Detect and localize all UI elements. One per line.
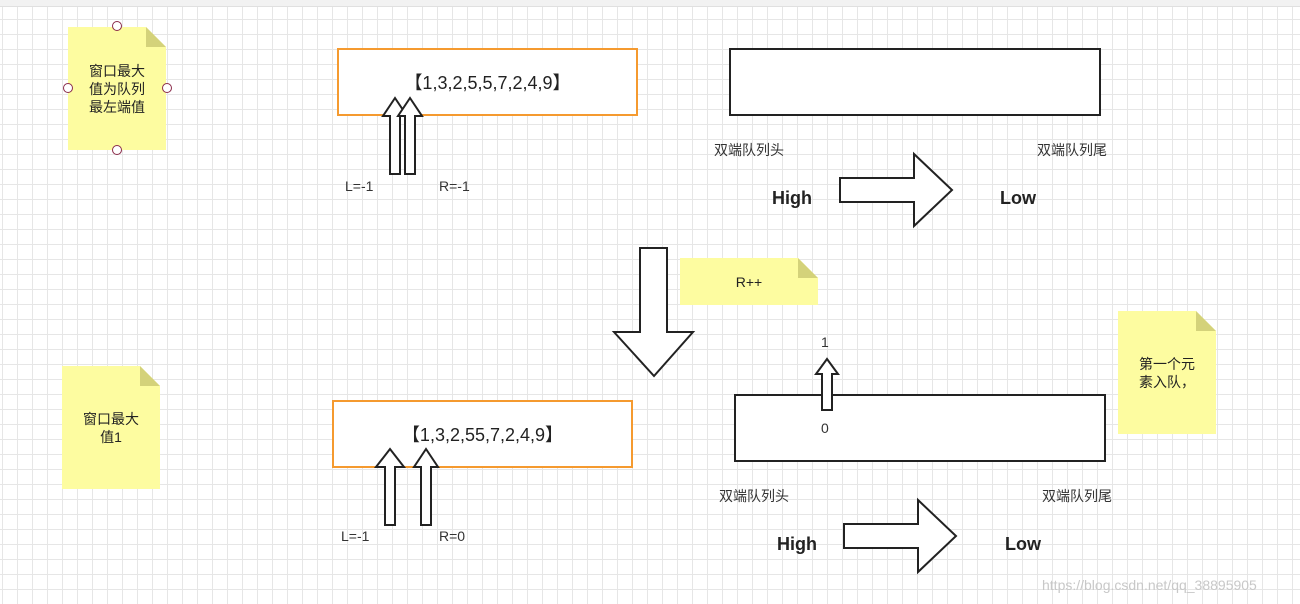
sticky-note-first-enqueue[interactable]: 第一个元 素入队， [1118, 311, 1216, 434]
deque-tail-label-bottom: 双端队列尾 [1042, 488, 1112, 504]
array-box-bottom[interactable]: 【1,3,2,55,7,2,4,9】 [332, 400, 633, 468]
deque-box-top[interactable] [729, 48, 1101, 116]
selection-handle-bottom[interactable] [112, 145, 122, 155]
deque-head-label-top: 双端队列头 [714, 142, 784, 158]
deque-head-label-bottom: 双端队列头 [719, 488, 789, 504]
canvas-top-bar [0, 0, 1300, 7]
r-label-bottom: R=0 [439, 528, 466, 544]
enqueue-arrow-up[interactable] [813, 356, 841, 412]
deque-tail-label-top: 双端队列尾 [1037, 142, 1107, 158]
r-label-top: R=-1 [439, 178, 470, 194]
watermark-text: https://blog.csdn.net/qq_38895905 [1042, 577, 1257, 593]
pointer-arrows-bottom[interactable] [370, 445, 440, 527]
note-fold-corner [798, 258, 818, 278]
array-text-bottom: 【1,3,2,55,7,2,4,9】 [401, 425, 564, 445]
pointer-arrows-top[interactable] [375, 94, 425, 176]
big-down-arrow[interactable] [611, 246, 697, 380]
l-pointer-arrow-up [373, 447, 407, 526]
l-pointer-arrow-up [381, 96, 409, 175]
r-pointer-arrow-up [396, 96, 424, 175]
selection-handle-top[interactable] [112, 21, 122, 31]
direction-arrow-bottom[interactable] [842, 497, 960, 576]
selection-handle-right[interactable] [162, 83, 172, 93]
note-fold-corner [146, 27, 166, 47]
high-label-top: High [772, 188, 812, 208]
array-text-top: 【1,3,2,5,5,7,2,4,9】 [404, 73, 571, 93]
deque-value-label: 1 [821, 334, 829, 350]
low-label-bottom: Low [1005, 534, 1041, 554]
high-label-bottom: High [777, 534, 817, 554]
direction-arrow-top[interactable] [838, 151, 956, 230]
selection-handle-left[interactable] [63, 83, 73, 93]
note-fold-corner [140, 366, 160, 386]
note-fold-corner [1196, 311, 1216, 331]
array-box-top[interactable]: 【1,3,2,5,5,7,2,4,9】 [337, 48, 638, 116]
low-label-top: Low [1000, 188, 1036, 208]
sticky-note-window-max-1[interactable]: 窗口最大 值1 [62, 366, 160, 489]
sticky-note-r-increment[interactable]: R++ [680, 258, 818, 305]
l-label-top: L=-1 [345, 178, 374, 194]
sticky-note-window-max-leftmost[interactable]: 窗口最大 值为队列 最左端值 [68, 27, 166, 150]
deque-box-bottom[interactable] [734, 394, 1106, 462]
l-label-bottom: L=-1 [341, 528, 370, 544]
r-pointer-arrow-up [412, 447, 440, 526]
deque-index-label: 0 [821, 420, 829, 436]
